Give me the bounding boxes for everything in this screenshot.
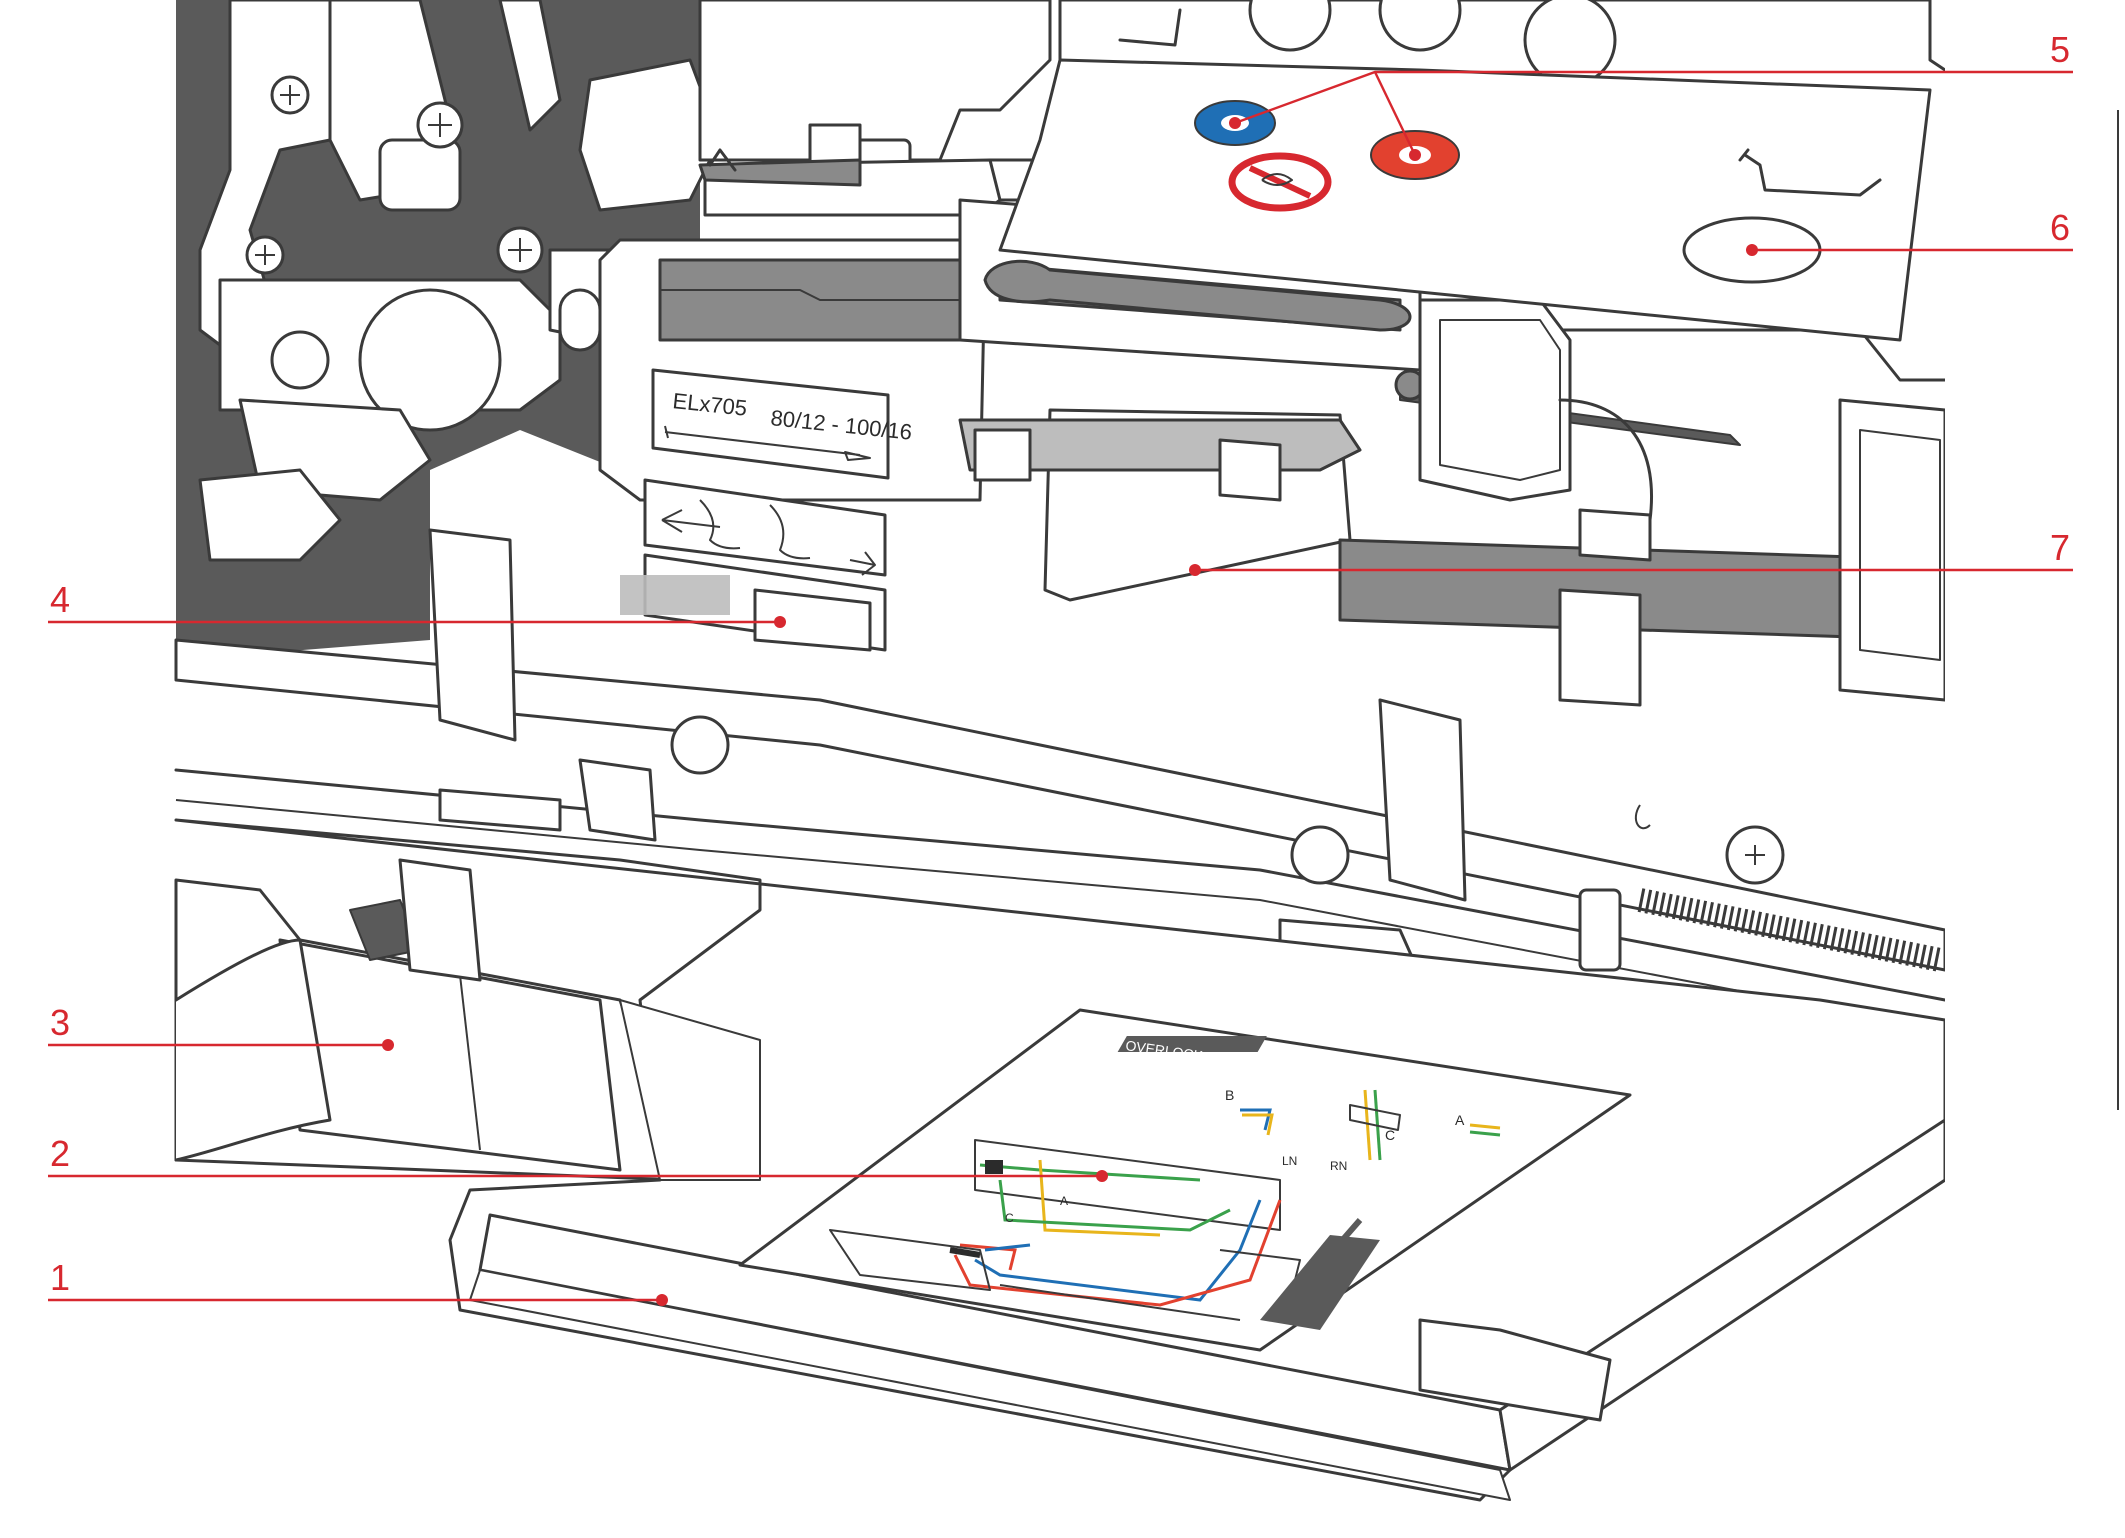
right-crop-mask [1945,0,2125,1533]
stitch-selector-panel [620,478,887,652]
chart-letter-c-bottom: C [1005,1211,1014,1225]
chart-letter-b: B [1225,1087,1234,1103]
chart-letter-a-top: A [1455,1112,1465,1128]
callout-2: 2 [48,1133,1108,1182]
main-thread-diagram: A C [829,1139,1380,1330]
callout-4: 4 [48,579,786,628]
looper-mechanism [198,0,762,562]
looper-cover [958,398,1947,707]
callout-7: 7 [1189,527,2073,576]
callout-2-number: 2 [50,1133,70,1174]
chart-letter-a-bottom: A [1060,1194,1068,1208]
callout-1-number: 1 [50,1257,70,1298]
callout-3-number: 3 [50,1002,70,1043]
callout-3: 3 [48,1002,394,1051]
needle-clamp [698,148,1002,217]
callout-4-number: 4 [50,579,70,620]
threading-chart-card: OVERLOCK B C A LN RN [738,1008,1632,1352]
callout-6: 6 [1746,207,2073,256]
chart-letter-ln: LN [1282,1154,1297,1168]
needle-label-plate: ELx705 80/12 - 100/16 [651,368,913,480]
upper-thread-diagram: B C A LN RN [1225,1087,1501,1173]
callout-1: 1 [48,1257,668,1306]
callout-6-number: 6 [2050,207,2070,248]
chart-letter-rn: RN [1330,1159,1347,1173]
callout-5-number: 5 [2050,29,2070,70]
no-oil-warning-icon [1228,152,1332,212]
callout-5: 5 [1229,29,2073,161]
chart-letter-c-top: C [1385,1127,1395,1143]
waste-tray [174,858,682,1182]
callout-7-number: 7 [2050,527,2070,568]
